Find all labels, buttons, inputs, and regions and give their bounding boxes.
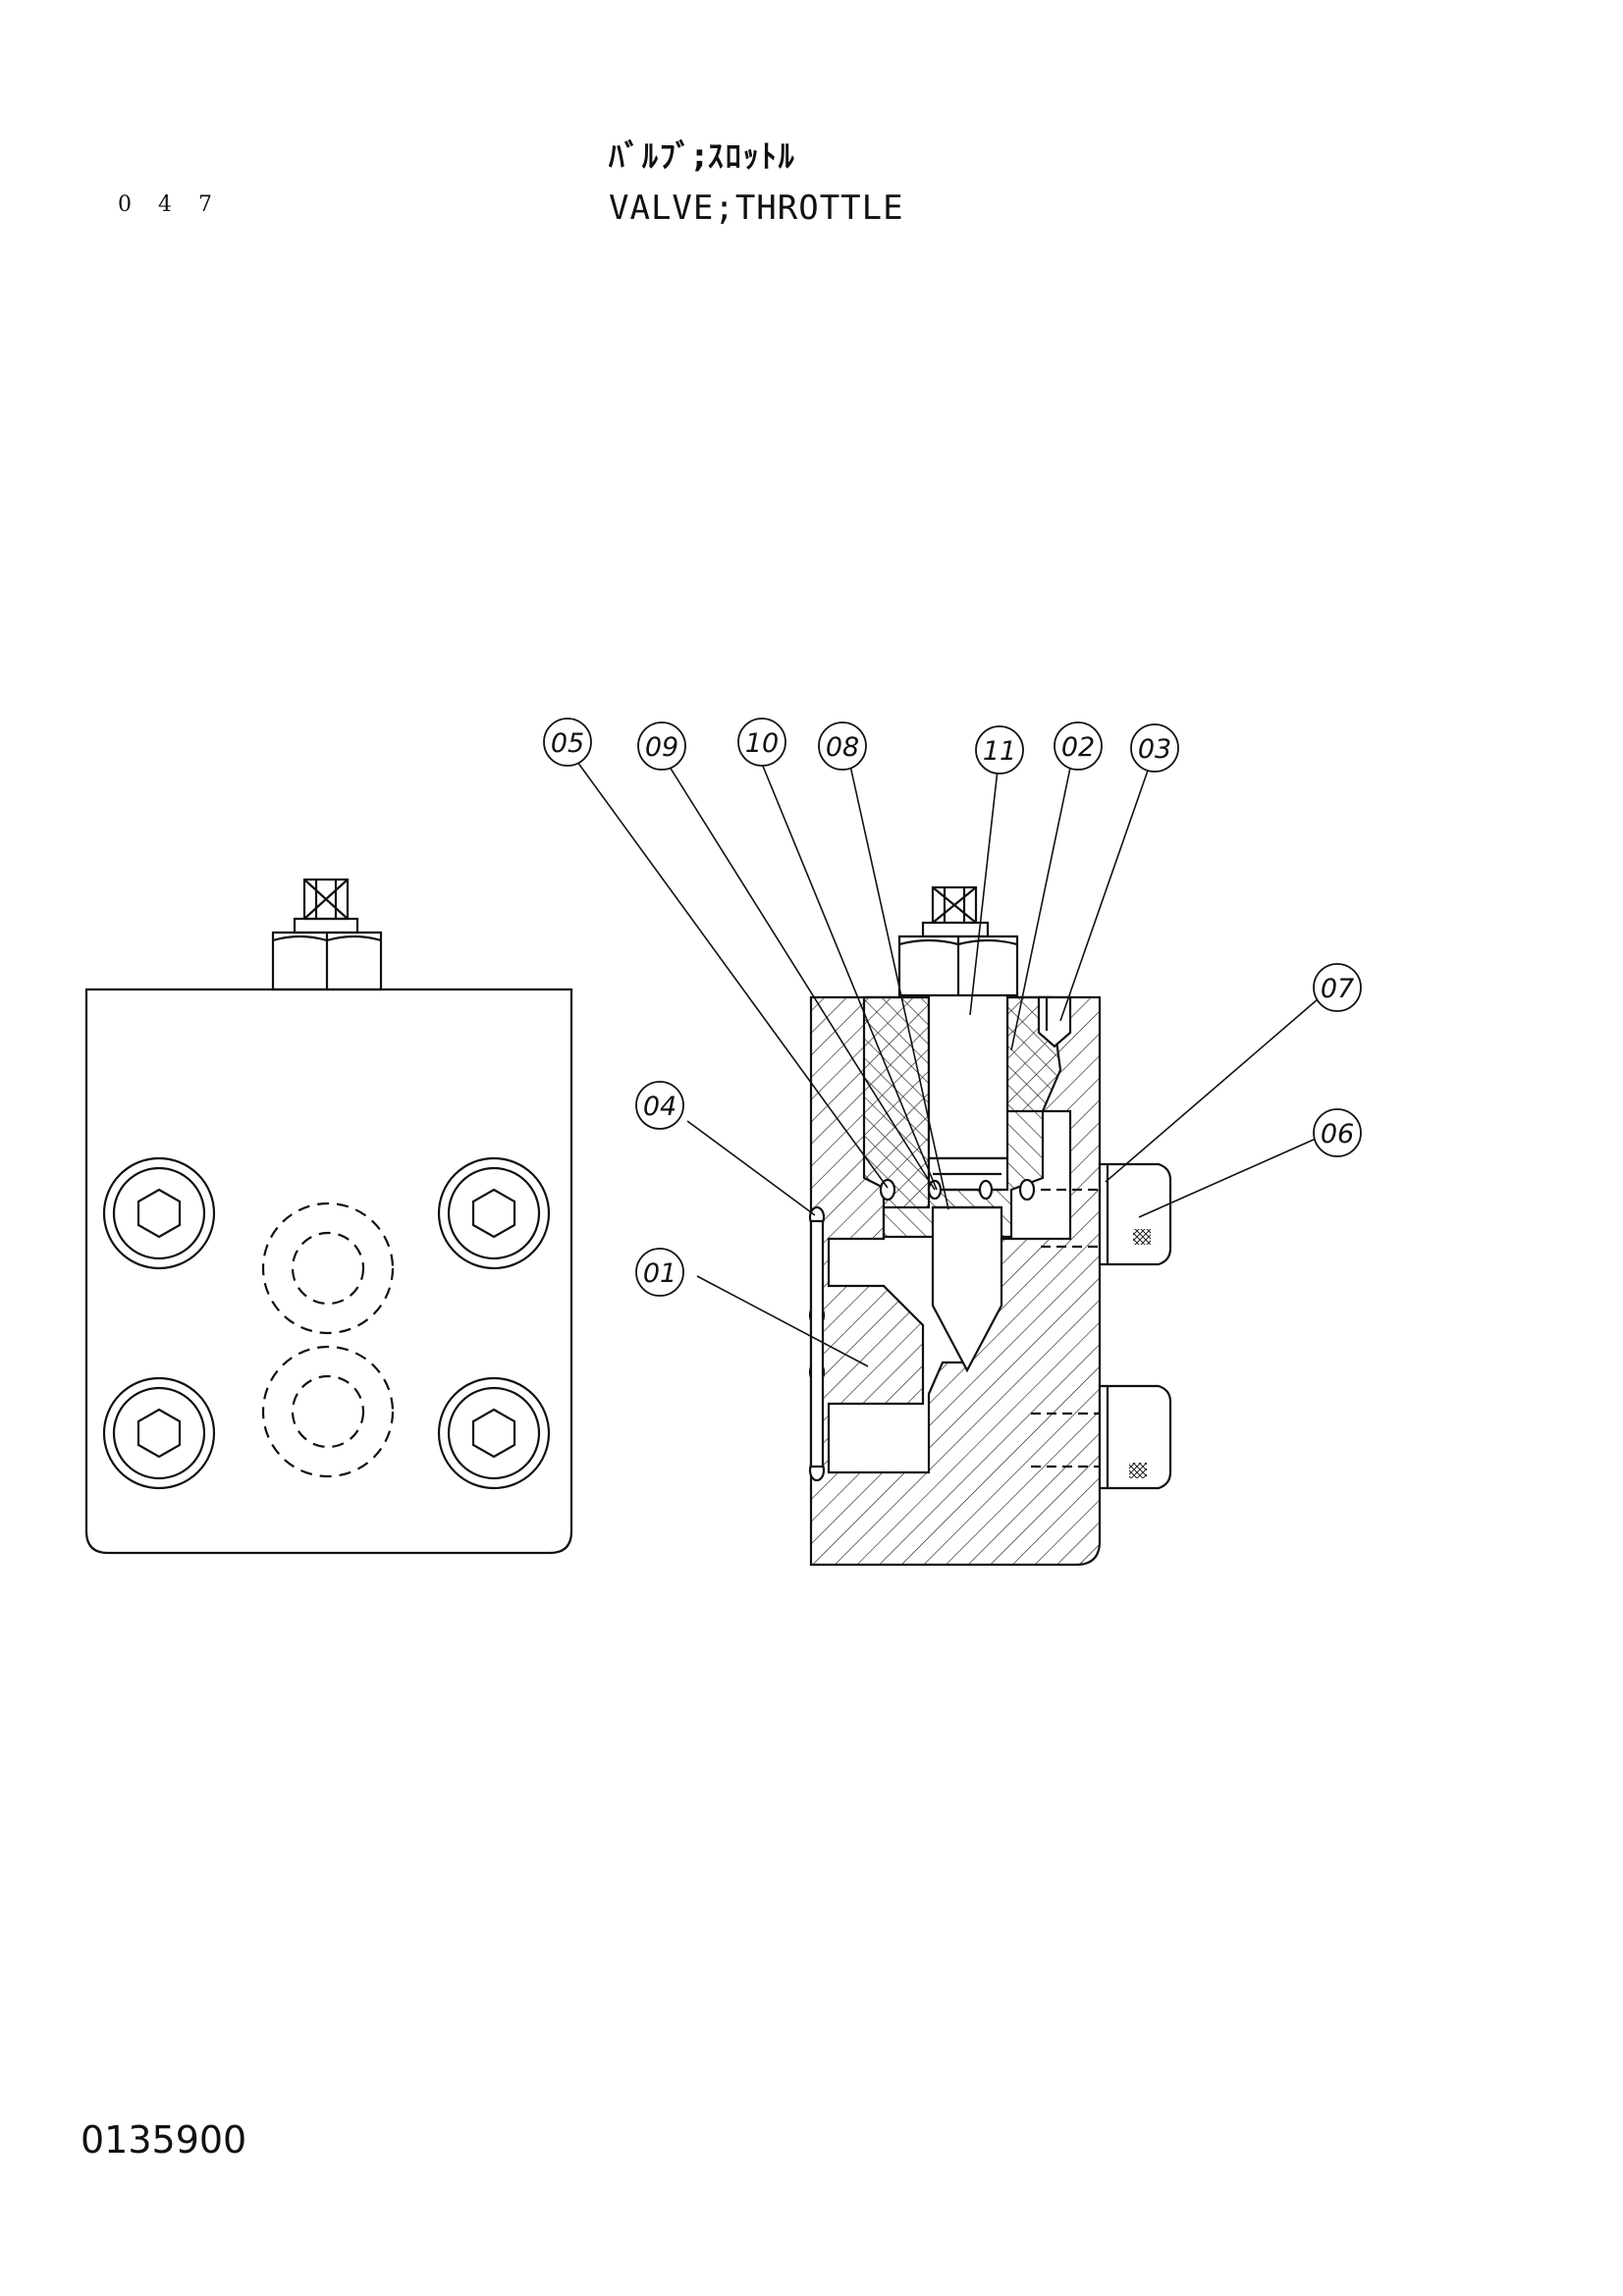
title-japanese: ﾊﾞﾙﾌﾞ;ｽﾛｯﾄﾙ: [609, 137, 796, 175]
valve-body-exterior: [84, 988, 573, 1555]
exterior-view: [84, 878, 573, 1555]
plug-06-upper: [1041, 1162, 1172, 1266]
callout-bubbles: [543, 718, 1362, 1297]
socket-bolt-top-left: [102, 1156, 216, 1270]
callout-01: [635, 1248, 684, 1297]
callout-label: 08: [826, 732, 859, 763]
callout-label: 11: [983, 736, 1016, 767]
callout-label: 10: [745, 728, 779, 759]
callout-label: 04: [643, 1092, 676, 1122]
hidden-ports: [261, 1201, 395, 1478]
callout-07: [1313, 963, 1362, 1012]
title-english: VALVE;THROTTLE: [609, 188, 904, 228]
callout-04: [635, 1081, 684, 1130]
callout-09: [637, 721, 686, 771]
page-number: 0 4 7: [118, 192, 222, 217]
socket-bolt-bottom-right: [437, 1376, 551, 1490]
callout-10: [737, 718, 786, 767]
socket-bolt-top-right: [437, 1156, 551, 1270]
callout-label: 09: [645, 732, 678, 763]
socket-bolt-bottom-left: [102, 1376, 216, 1490]
callout-06: [1313, 1108, 1362, 1157]
callout-label: 06: [1321, 1119, 1354, 1149]
callout-label: 05: [551, 728, 584, 759]
plug-06-lower: [1031, 1384, 1172, 1490]
callout-05: [543, 718, 592, 767]
callout-label: 07: [1321, 974, 1354, 1004]
callout-label: 02: [1061, 732, 1095, 763]
drawing-code: 0135900: [81, 2118, 247, 2162]
callout-03: [1130, 723, 1179, 773]
leader-lines: [576, 761, 1319, 1367]
callout-08: [818, 721, 867, 771]
callout-label: 03: [1138, 734, 1171, 765]
callout-02: [1054, 721, 1103, 771]
callout-label: 01: [643, 1258, 676, 1289]
section-view: [808, 885, 1172, 1567]
callout-11: [975, 725, 1024, 774]
